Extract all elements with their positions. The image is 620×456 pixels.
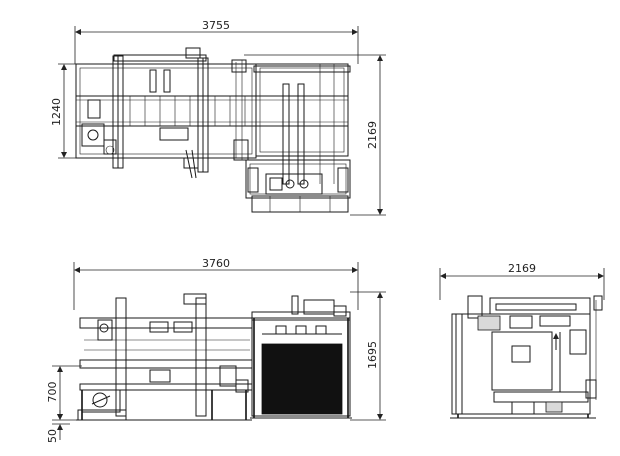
side-dim-width: 2169 bbox=[439, 262, 605, 300]
front-magazine-panel bbox=[261, 343, 343, 415]
front-dim-table-height: 700 bbox=[46, 365, 82, 421]
front-dim-table-height-label: 700 bbox=[46, 382, 59, 403]
top-dim-width-left-label: 1240 bbox=[50, 98, 63, 126]
front-forming-section bbox=[250, 295, 352, 419]
front-dim-height: 1695 bbox=[350, 291, 386, 421]
front-infeed-frame bbox=[76, 293, 253, 421]
top-dim-width-left: 1240 bbox=[50, 63, 80, 159]
front-dim-length: 3760 bbox=[73, 257, 359, 310]
top-dim-width-total: 2169 bbox=[244, 54, 386, 216]
front-dim-foot-label: 50 bbox=[46, 429, 59, 443]
top-forming-section bbox=[245, 63, 351, 213]
side-dim-width-label: 2169 bbox=[508, 262, 536, 275]
top-dim-width-total-label: 2169 bbox=[366, 121, 379, 149]
front-dim-height-label: 1695 bbox=[366, 341, 379, 369]
side-machine-body bbox=[450, 295, 603, 419]
front-dim-length-label: 3760 bbox=[202, 257, 230, 270]
front-view: 3760 1695 700 50 bbox=[46, 257, 386, 443]
top-dim-length-label: 3755 bbox=[202, 19, 230, 32]
top-dim-length: 3755 bbox=[74, 19, 359, 64]
top-view: 3755 1240 2169 bbox=[50, 19, 386, 216]
front-dim-foot: 50 bbox=[46, 410, 70, 443]
top-infeed-frame bbox=[75, 47, 257, 179]
side-view: 2169 bbox=[439, 262, 605, 419]
